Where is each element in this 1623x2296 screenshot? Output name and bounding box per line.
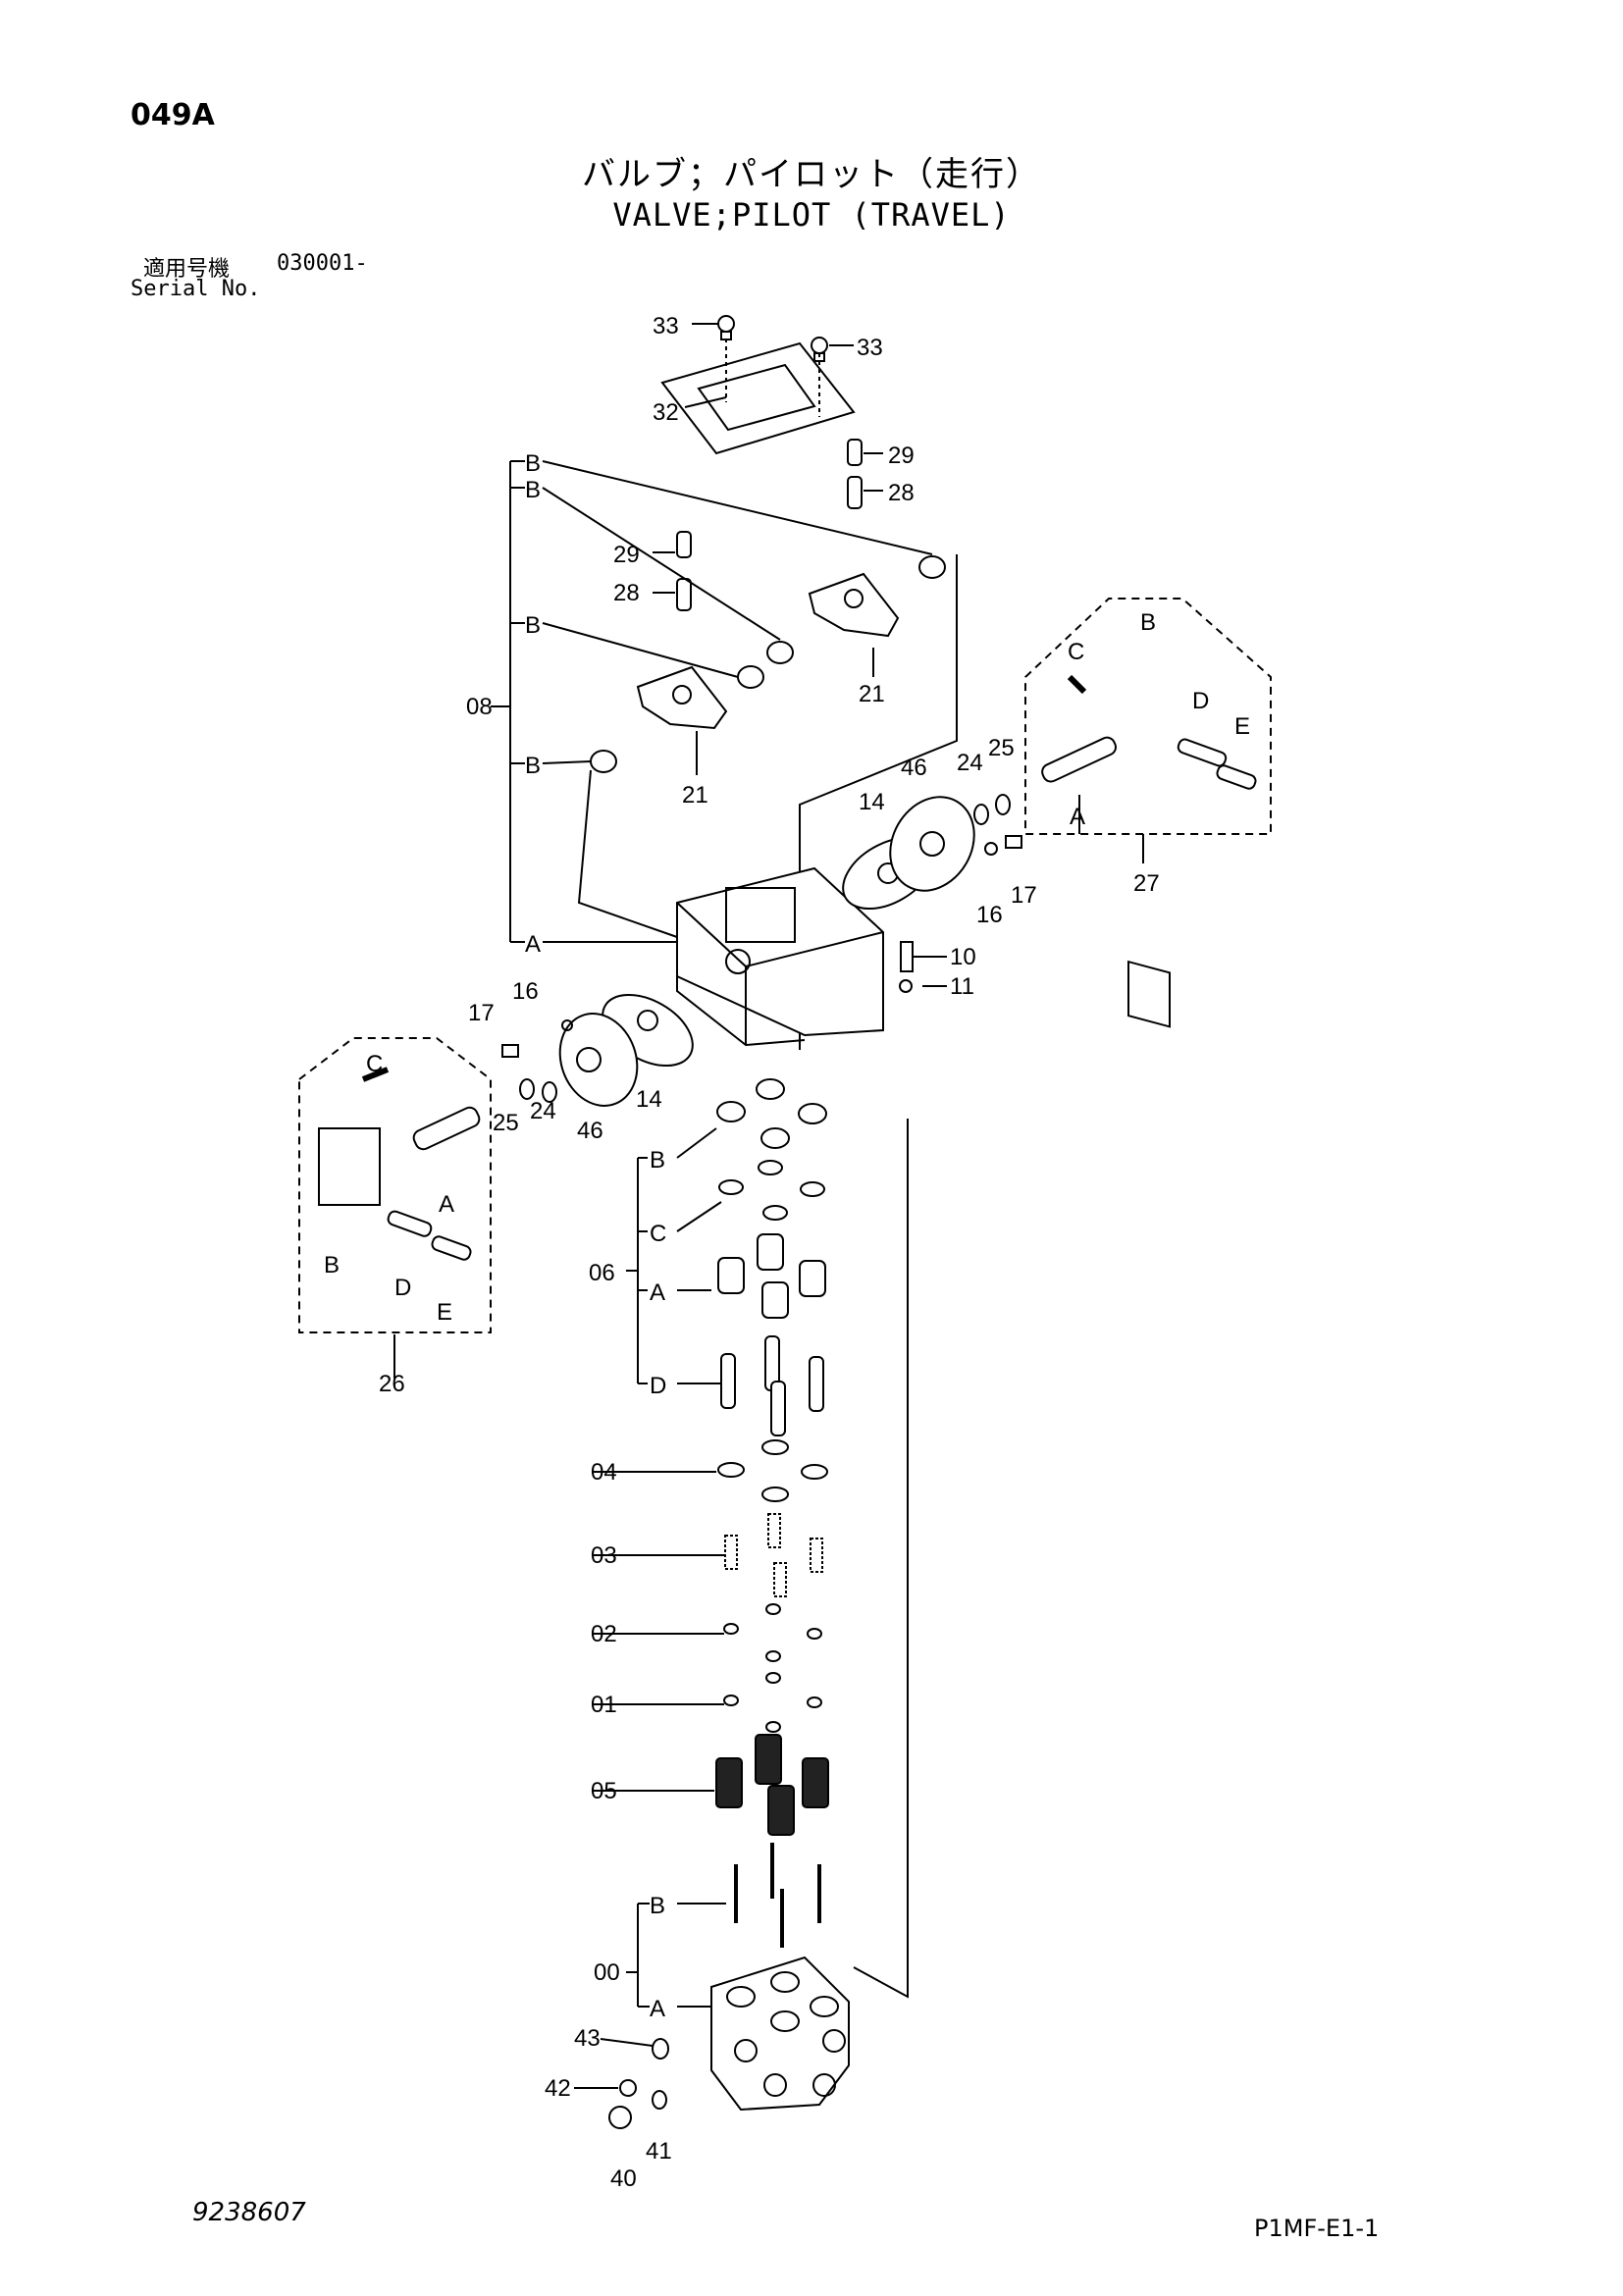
callout-b-3: B — [525, 612, 541, 639]
washer-icon — [717, 1439, 828, 1502]
callout-29-right: 29 — [888, 443, 915, 469]
push-rod-icon — [734, 1843, 821, 1948]
callout-21-right: 21 — [859, 681, 885, 707]
callout-24-right: 24 — [957, 750, 983, 776]
callout-24-left: 24 — [530, 1098, 556, 1124]
cam-icon — [636, 572, 900, 730]
callout-17-right: 17 — [1011, 882, 1037, 909]
callout-28-right: 28 — [888, 480, 915, 506]
callout-04: 04 — [591, 1459, 617, 1486]
callout-08: 08 — [466, 694, 493, 720]
callout-b-4: B — [525, 753, 541, 779]
callout-21-left: 21 — [682, 782, 708, 809]
callout-02: 02 — [591, 1621, 617, 1647]
kit-26-c: C — [366, 1051, 383, 1077]
group-06-d: D — [650, 1373, 666, 1399]
callout-33-left: 33 — [653, 313, 679, 339]
callout-01: 01 — [591, 1692, 617, 1718]
callout-labels: 33 33 32 29 28 29 28 21 21 08 B B B B A … — [324, 313, 1250, 2192]
callout-40: 40 — [610, 2166, 637, 2192]
kit-26-d: D — [394, 1275, 411, 1301]
callout-a-1: A — [525, 931, 541, 958]
callout-06: 06 — [589, 1260, 615, 1286]
callout-b-1: B — [525, 450, 541, 477]
callout-25-left: 25 — [493, 1110, 519, 1136]
callout-46-right: 46 — [901, 755, 927, 781]
kit-27-b: B — [1140, 609, 1156, 636]
spring-icon — [715, 1513, 829, 1836]
kit-26-b: B — [324, 1252, 340, 1278]
kit-26-a: A — [439, 1191, 454, 1218]
callout-03: 03 — [591, 1542, 617, 1569]
callout-42: 42 — [545, 2075, 571, 2102]
kit-27-d: D — [1192, 688, 1209, 714]
retainer-icon — [723, 1603, 822, 1733]
callout-17-left: 17 — [468, 1000, 495, 1026]
spool-pin-icon — [720, 1335, 824, 1436]
valve-body — [676, 866, 884, 1047]
page-code: 049A — [131, 98, 215, 132]
callout-28-left: 28 — [613, 580, 640, 606]
serial-label-japanese: 適用号機 — [143, 257, 231, 282]
callout-27: 27 — [1133, 870, 1160, 897]
kit-27-a: A — [1070, 804, 1085, 830]
callout-16-left: 16 — [512, 978, 539, 1005]
callout-43: 43 — [574, 2025, 601, 2052]
plug-icon — [717, 1233, 826, 1319]
valve-casing — [710, 1119, 909, 2112]
callout-10: 10 — [950, 944, 976, 970]
kit-26-e: E — [437, 1299, 452, 1326]
group-00-b: B — [650, 1893, 665, 1919]
bolt-icon — [501, 835, 1022, 1058]
serial-label-english: Serial No. — [131, 277, 261, 301]
group-06-c: C — [650, 1221, 666, 1247]
kit-26-outline — [298, 1037, 492, 1333]
callout-14-right: 14 — [859, 789, 885, 815]
kit-27-c: C — [1068, 639, 1084, 665]
kit-27-e: E — [1234, 713, 1250, 740]
kit-27-outline — [1024, 598, 1272, 1028]
callout-26: 26 — [379, 1371, 405, 1397]
o-ring-icon — [519, 794, 1011, 1103]
bushing-icon — [590, 555, 946, 773]
group-06-bracket — [626, 1127, 722, 1384]
seal-icon — [716, 1078, 827, 1221]
plug-screw-icon — [608, 2038, 669, 2129]
callout-14-left: 14 — [636, 1086, 662, 1113]
title-japanese: バルブ；パイロット（走行） — [582, 155, 1041, 194]
callout-05: 05 — [591, 1778, 617, 1804]
serial-number: 030001- — [277, 251, 368, 276]
group-00-bracket — [626, 1903, 726, 2008]
callout-25-right: 25 — [988, 735, 1015, 761]
group-06-a: A — [650, 1279, 665, 1306]
callout-00: 00 — [594, 1959, 620, 1986]
callout-32: 32 — [653, 399, 679, 426]
title-english: VALVE;PILOT (TRAVEL) — [612, 196, 1011, 234]
callout-29-left: 29 — [613, 542, 640, 568]
group-06-b: B — [650, 1147, 665, 1174]
leader-lines — [393, 323, 1144, 2089]
callout-46-left: 46 — [577, 1118, 603, 1144]
drawing-number: 9238607 — [192, 2198, 306, 2227]
sheet-code: P1MF-E1-1 — [1254, 2215, 1380, 2242]
group-00-a: A — [650, 1996, 665, 2022]
callout-41: 41 — [646, 2138, 672, 2165]
cover-plate — [660, 339, 856, 455]
callout-11: 11 — [950, 973, 974, 1000]
callout-16-right: 16 — [976, 902, 1003, 928]
callout-b-2: B — [525, 477, 541, 503]
callout-33-right: 33 — [857, 335, 883, 361]
plate-icon — [558, 796, 975, 1107]
